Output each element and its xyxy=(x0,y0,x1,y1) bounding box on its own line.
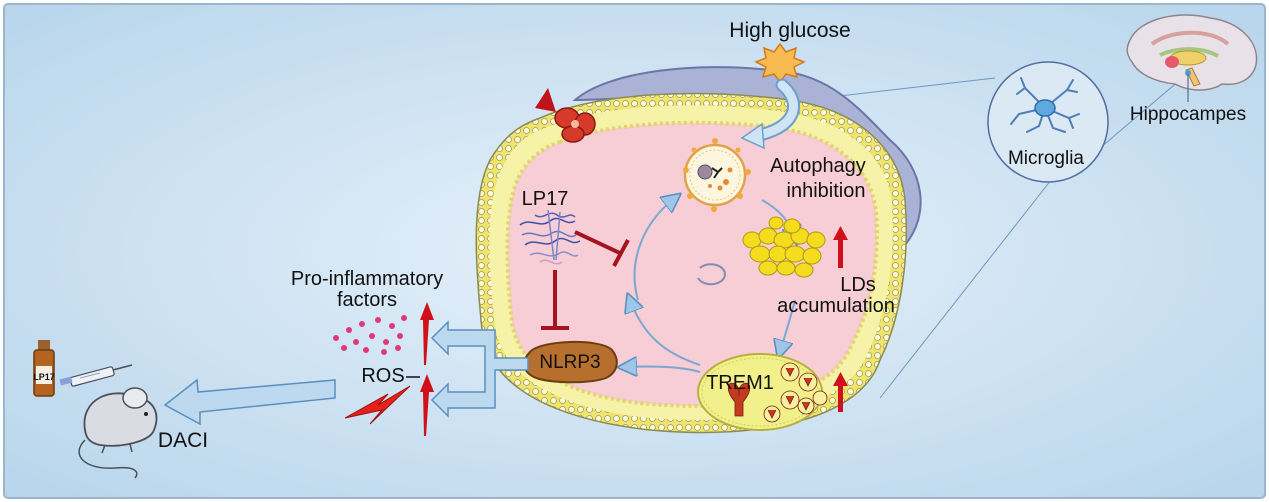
trem1-receptors-icon xyxy=(727,362,828,423)
high-glucose-label: High glucose xyxy=(729,19,850,42)
hippocampes-label: Hippocampes xyxy=(1130,104,1246,125)
pro-inflammatory-label-1: Pro-inflammatory xyxy=(291,268,443,290)
pro-inflammatory-label-2: factors xyxy=(337,289,397,311)
daci-label: DACI xyxy=(158,429,208,452)
lipid-droplets-icon xyxy=(742,216,826,278)
receptor-icon xyxy=(535,88,596,143)
lp17-protein-icon xyxy=(519,209,581,265)
lds-label-2: accumulation xyxy=(777,295,895,317)
ros-label: ROS xyxy=(361,365,404,387)
trem1-up-arrow-icon xyxy=(838,384,843,412)
lp17-inhibits-autophagy xyxy=(574,230,630,267)
brain-icon xyxy=(1126,14,1258,91)
lds-label-1: LDs xyxy=(840,274,876,296)
autophagosome-icon xyxy=(683,138,751,212)
microglia-label: Microglia xyxy=(1008,148,1084,169)
cycle-symbol-icon xyxy=(697,263,726,286)
lp17-label: LP17 xyxy=(522,188,569,210)
syringe-icon xyxy=(59,364,133,387)
cytokine-dots-icon xyxy=(333,315,407,355)
vial-icon xyxy=(33,340,55,397)
ros-up-arrow-icon xyxy=(420,374,434,436)
lds-up-arrow-icon xyxy=(838,238,843,268)
trem1-to-nlrp3-arrow xyxy=(625,367,701,372)
microglia-icon xyxy=(987,61,1109,183)
mouse-icon xyxy=(78,387,158,479)
nlrp3-label: NLRP3 xyxy=(539,352,600,373)
lp17-inhibits-nlrp3 xyxy=(541,270,569,330)
nlrp3-icon xyxy=(523,341,618,384)
pathway-to-mouse-arrow xyxy=(163,378,336,426)
trem1-label: TREM1 xyxy=(706,372,774,394)
nlrp3-output-arrows xyxy=(430,320,529,418)
lightning-icon xyxy=(344,385,411,425)
vial-label: LP17 xyxy=(33,372,55,382)
autophagy-label-1: Autophagy xyxy=(770,155,866,177)
autophagy-label-2: inhibition xyxy=(787,180,866,202)
cytokine-up-arrow-icon xyxy=(420,302,434,365)
